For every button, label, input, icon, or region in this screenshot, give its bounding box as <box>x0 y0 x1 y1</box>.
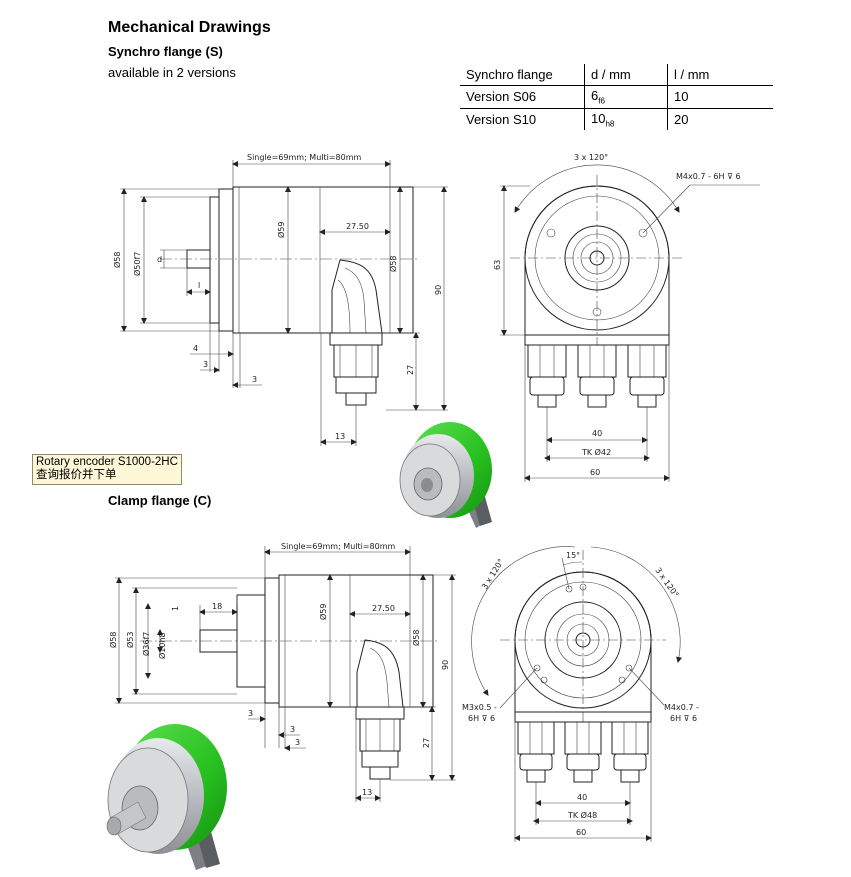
dim-13: 13 <box>335 432 345 441</box>
table-header-row: Synchro flange d / mm l / mm <box>460 64 773 86</box>
tooltip-order-link[interactable]: 查询报价并下单 <box>36 469 117 481</box>
dim-3c: 3 <box>295 738 300 747</box>
dim-l: l <box>198 281 200 290</box>
dim-dia59: Ø59 <box>318 604 328 620</box>
dim-dia59: Ø59 <box>276 222 286 238</box>
encoder-photo-synchro <box>399 422 492 528</box>
dim-angle-15: 15° <box>566 551 580 560</box>
dim-dia50: Ø50f7 <box>132 252 142 276</box>
clamp-front-view: 15° 3 x 120° 3 x 120° M3x0.5 - 6H ⊽ 6 M4… <box>462 546 699 842</box>
dim-dia58b: Ø58 <box>411 630 421 646</box>
dim-3a: 3 <box>248 709 253 718</box>
dim-18: 18 <box>212 602 222 611</box>
dim-dia53: Ø53 <box>125 632 135 648</box>
dim-m3-depth: 6H ⊽ 6 <box>468 714 495 723</box>
dim-3b: 3 <box>290 725 295 734</box>
connector-group <box>524 334 670 408</box>
dim-60: 60 <box>576 828 586 837</box>
dim-tk48: TK Ø48 <box>567 810 597 820</box>
dim-m4-depth: 6H ⊽ 6 <box>670 714 697 723</box>
dim-13: 13 <box>362 788 372 797</box>
availability-text: available in 2 versions <box>108 65 236 80</box>
dim-1: 1 <box>171 606 180 611</box>
dim-60: 60 <box>590 468 600 477</box>
dim-angle-right: 3 x 120° <box>653 566 680 599</box>
row-l: 20 <box>667 108 773 131</box>
dim-63: 63 <box>493 260 502 270</box>
dim-angle-120: 3 x 120° <box>574 153 608 162</box>
version-table: Synchro flange d / mm l / mm Version S06… <box>460 64 773 131</box>
dim-length: Single=69mm; Multi=80mm <box>281 542 396 551</box>
table-row: Version S06 6f6 10 <box>460 85 773 109</box>
dim-27-50: 27.50 <box>372 604 395 613</box>
row-l: 10 <box>667 85 773 109</box>
row-d: 10h8 <box>584 108 668 131</box>
dim-4: 4 <box>193 344 198 353</box>
dim-dia58: Ø58 <box>112 252 122 268</box>
dim-thread-m4: M4x0.7 - 6H ⊽ 6 <box>676 172 741 181</box>
dim-length: Single=69mm; Multi=80mm <box>247 153 362 162</box>
dim-40: 40 <box>592 429 602 438</box>
clamp-flange-title: Clamp flange (C) <box>108 493 212 508</box>
dim-dia58: Ø58 <box>108 632 118 648</box>
dim-angle-left: 3 x 120° <box>480 557 506 591</box>
dim-m3: M3x0.5 - <box>462 703 497 712</box>
dim-tk42: TK Ø42 <box>581 447 611 457</box>
encoder-photo-clamp <box>106 724 227 870</box>
dim-40: 40 <box>577 793 587 802</box>
product-tooltip: Rotary encoder S1000-2HC 查询报价并下单 <box>32 454 182 485</box>
dim-27: 27 <box>422 738 431 748</box>
col-header-d: d / mm <box>584 64 668 86</box>
row-d: 6f6 <box>584 85 668 109</box>
table-row: Version S10 10h8 20 <box>460 108 773 131</box>
dim-27: 27 <box>406 365 415 375</box>
dim-90: 90 <box>441 660 450 670</box>
page-title: Mechanical Drawings <box>108 19 271 36</box>
row-name: Version S06 <box>460 85 585 109</box>
clamp-side-view: Single=69mm; Multi=80mm 18 1 Ø58 Ø53 Ø36… <box>108 542 456 802</box>
dim-dia36: Ø36f7 <box>141 632 151 656</box>
synchro-front-view: 3 x 120° M4x0.7 - 6H ⊽ 6 63 40 <box>493 153 760 482</box>
synchro-side-view: Single=69mm; Multi=80mm Ø58 Ø50f7 d l Ø5… <box>112 153 448 446</box>
dim-dia58b: Ø58 <box>388 256 398 272</box>
synchro-flange-title: Synchro flange (S) <box>108 44 223 59</box>
dim-dia10: Ø10h8 <box>157 632 167 659</box>
col-header-synchro: Synchro flange <box>460 64 585 86</box>
dim-d: d <box>157 255 162 264</box>
row-name: Version S10 <box>466 111 537 127</box>
tooltip-product-name: Rotary encoder S1000-2HC <box>36 456 178 468</box>
dim-3a: 3 <box>203 360 208 369</box>
connector-group <box>514 711 652 783</box>
dim-m4: M4x0.7 - <box>664 703 699 712</box>
col-header-l: l / mm <box>667 64 773 86</box>
dim-90: 90 <box>434 285 443 295</box>
dim-3b: 3 <box>252 375 257 384</box>
dim-27-50: 27.50 <box>346 222 369 231</box>
